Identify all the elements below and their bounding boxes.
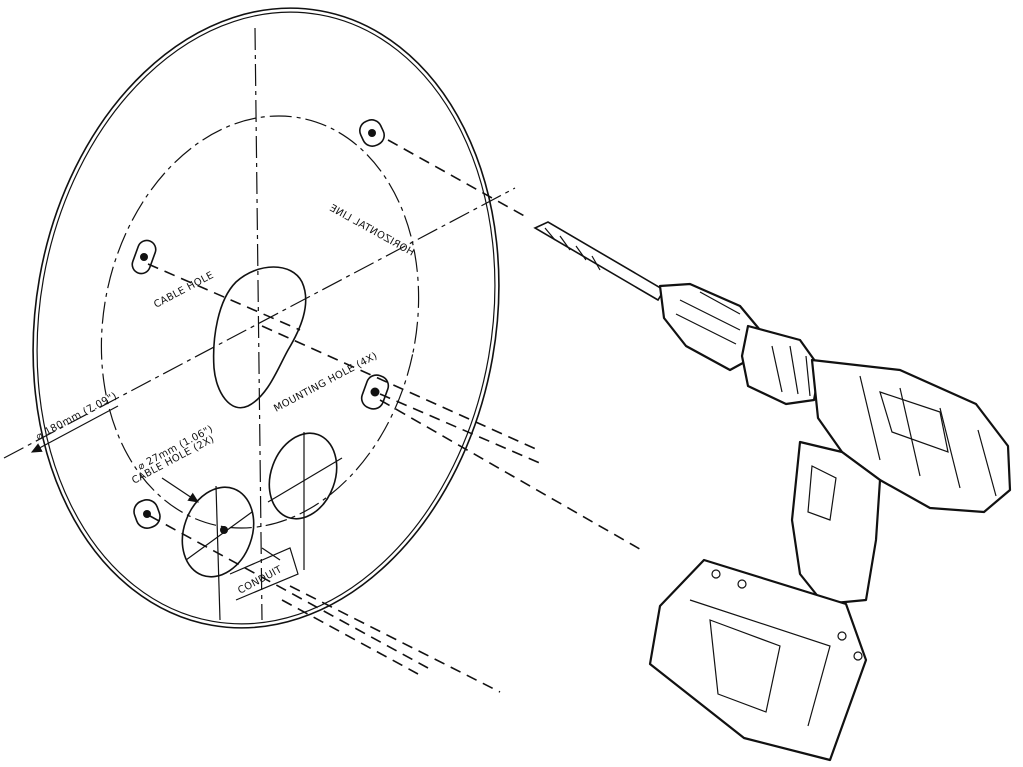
template-outer-edge-inner: [36, 11, 496, 625]
label-diameter-180: ⌀ 180mm (7.09"): [34, 391, 119, 443]
diameter-180-arrow: [30, 405, 119, 453]
cable-hole-outline: [212, 266, 307, 409]
horizontal-line: [3, 187, 516, 459]
cable-hole-27-right: [268, 432, 338, 520]
label-conduit: CONDUIT: [236, 564, 285, 597]
mounting-hole-right: [360, 374, 390, 410]
vertical-center-line: [254, 27, 263, 621]
conduit-marker: [229, 547, 299, 601]
label-cable-hole: CABLE HOLE: [152, 270, 215, 311]
label-horizontal-line: HORIZONTAL LINE: [327, 203, 416, 259]
projection-lines: [147, 139, 646, 693]
mounting-hole-top: [359, 119, 385, 147]
template-outer-edge: [32, 7, 500, 629]
template-disc: [32, 7, 500, 629]
mounting-hole-left: [131, 239, 157, 275]
cable-hole-27-left: [181, 486, 255, 578]
cable-hole-27-arrow: [161, 477, 199, 503]
mounting-hole-bottom: [133, 499, 161, 529]
mounting-hole-circle: [100, 115, 420, 529]
power-drill-icon: [533, 221, 1012, 762]
